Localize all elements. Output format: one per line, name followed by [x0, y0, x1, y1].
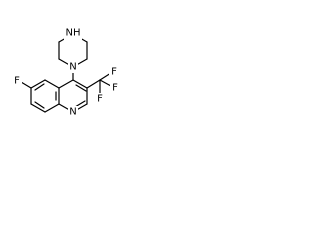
atom-label-piperazine-n: N: [69, 62, 76, 73]
atom-cf3-fluorine-lower: F: [95, 93, 105, 105]
atom-label-cf3-fluorine-lower: F: [97, 94, 103, 105]
atom-ring-fluorine: F: [12, 75, 22, 87]
molecule-structure: NH N F N F F F: [12, 27, 120, 118]
bond: [34, 101, 45, 109]
atom-cf3-fluorine-upper: F: [109, 66, 119, 78]
bond-c-f: [99, 79, 112, 87]
atom-label-quinoline-n: N: [69, 107, 76, 118]
bond: [30, 103, 46, 113]
bond: [58, 79, 74, 89]
atom-quinoline-n: N: [68, 106, 78, 118]
atom-label-cf3-fluorine-right: F: [112, 83, 118, 94]
atom-label-nh: NH: [66, 28, 81, 39]
bond: [34, 83, 45, 91]
atom-nh: NH: [64, 27, 82, 40]
bond: [30, 79, 46, 89]
bond-c6-f: [20, 81, 32, 89]
benzo-ring: [30, 79, 60, 113]
bond: [44, 79, 60, 89]
atom-label-ring-fluorine: F: [14, 76, 20, 87]
bond-c2-cf3: [86, 79, 101, 89]
bond: [75, 84, 87, 92]
atom-piperazine-n: N: [68, 61, 78, 73]
bond: [72, 79, 88, 89]
pyridine-ring: [58, 79, 88, 113]
atom-cf3-fluorine-right: F: [110, 82, 120, 94]
bond: [44, 103, 60, 113]
atom-label-cf3-fluorine-upper: F: [111, 67, 117, 78]
